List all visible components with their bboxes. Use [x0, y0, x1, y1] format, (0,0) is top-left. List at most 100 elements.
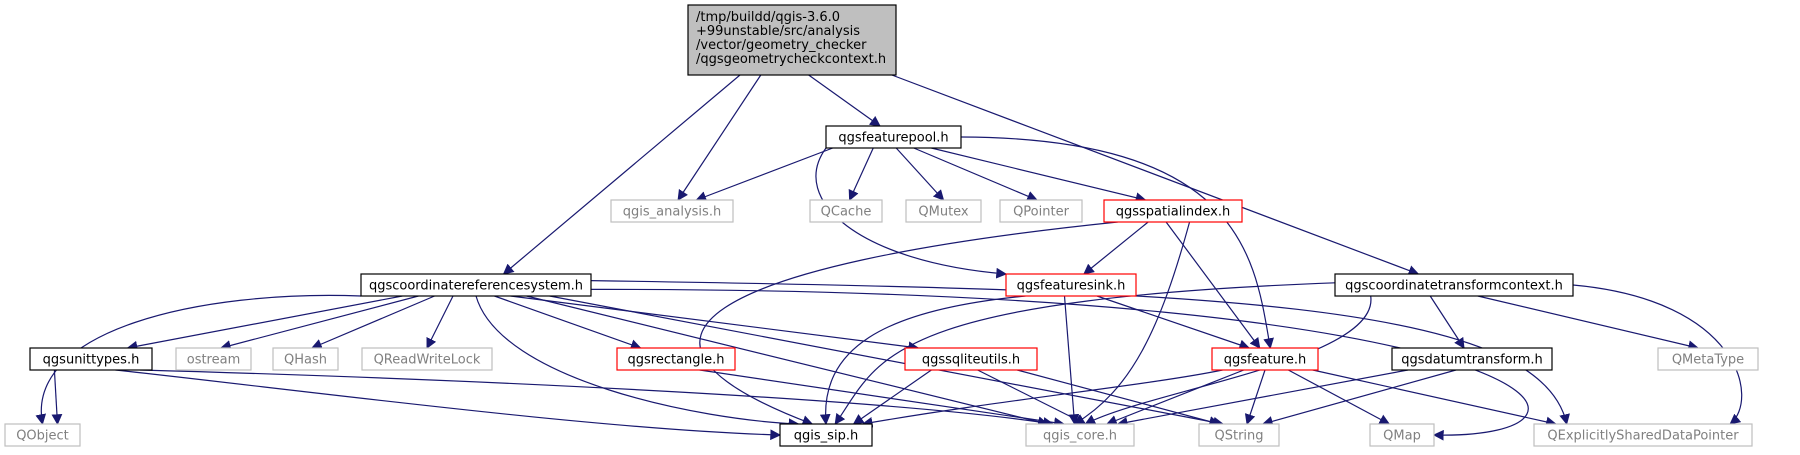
file-node-rectangle[interactable]: qgsrectangle.h	[616, 347, 736, 371]
node-box	[1005, 273, 1137, 297]
file-node-datumtransform[interactable]: qgsdatumtransform.h	[1391, 347, 1553, 371]
dependency-edge	[861, 369, 1223, 428]
node-box	[1657, 347, 1759, 371]
dependency-edge	[848, 147, 874, 201]
node-box	[779, 423, 873, 447]
dependency-edge	[913, 147, 1038, 202]
dependency-edge	[977, 369, 1087, 425]
file-node-qmap[interactable]: QMap	[1369, 423, 1435, 447]
node-box	[1103, 199, 1243, 223]
file-node-qstring[interactable]: QString	[1198, 423, 1280, 447]
dependency-edge	[1084, 295, 1372, 425]
node-label: QPointer	[1013, 205, 1070, 220]
file-node-ctc[interactable]: qgscoordinatetransformcontext.h	[1334, 273, 1574, 297]
node-label: QCache	[821, 205, 872, 220]
root-file-path-line: +99unstable/src/analysis	[696, 24, 860, 39]
dependency-edge	[819, 295, 1026, 426]
dependency-edge	[1083, 221, 1149, 275]
file-node-spatialindex[interactable]: qgsspatialindex.h	[1103, 199, 1243, 223]
dependency-edge	[526, 295, 1049, 427]
dependency-edge	[494, 295, 642, 350]
node-label: qgsunittypes.h	[43, 353, 140, 368]
file-node-qobject[interactable]: QObject	[4, 423, 81, 447]
node-box	[361, 347, 493, 371]
file-node-feature[interactable]: qgsfeature.h	[1211, 347, 1319, 371]
dependency-nodes: /tmp/buildd/qgis-3.6.0+99unstable/src/an…	[4, 4, 1759, 447]
node-box	[272, 347, 339, 371]
root-file-node[interactable]: /tmp/buildd/qgis-3.6.0+99unstable/src/an…	[687, 4, 897, 76]
file-node-qhash[interactable]: QHash	[272, 347, 339, 371]
dependency-edge	[891, 74, 1420, 276]
dependency-edge	[699, 221, 1118, 426]
dependency-edge	[1429, 295, 1465, 349]
node-box	[904, 347, 1038, 371]
node-box	[809, 199, 883, 223]
dependency-edge	[1105, 369, 1245, 426]
node-box	[4, 423, 81, 447]
node-box	[999, 199, 1083, 223]
file-node-qmetatype[interactable]: QMetaType	[1657, 347, 1759, 371]
file-node-qmutex[interactable]: QMutex	[905, 199, 982, 223]
file-node-qpointer[interactable]: QPointer	[999, 199, 1083, 223]
node-label: QObject	[16, 429, 69, 444]
dependency-edge	[1288, 369, 1391, 425]
node-box	[1211, 347, 1319, 371]
file-node-sqliteutils[interactable]: qgssqliteutils.h	[904, 347, 1038, 371]
dependency-edge	[139, 369, 1055, 428]
file-node-qesdp[interactable]: QExplicitlySharedDataPointer	[1533, 423, 1753, 447]
file-node-qgis_sip[interactable]: qgis_sip.h	[779, 423, 873, 447]
dependency-edge	[960, 136, 1274, 350]
dependency-edge	[1017, 369, 1221, 427]
dependency-edge	[699, 369, 1065, 428]
dependency-edge	[808, 74, 881, 127]
dependency-edge	[510, 295, 920, 353]
file-node-featurepool[interactable]: qgsfeaturepool.h	[825, 125, 962, 149]
node-label: QExplicitlySharedDataPointer	[1547, 429, 1739, 444]
dependency-edge	[311, 295, 435, 350]
node-label: QString	[1214, 429, 1263, 444]
node-label: QHash	[284, 353, 327, 368]
file-node-qgis_analysis[interactable]: qgis_analysis.h	[610, 199, 734, 223]
dependency-edge	[1116, 369, 1409, 428]
node-label: QMetaType	[1672, 353, 1744, 368]
dependency-edge	[1165, 221, 1261, 349]
dependency-edge	[1261, 369, 1457, 427]
node-box	[175, 347, 252, 371]
file-node-qgis_core[interactable]: qgis_core.h	[1025, 423, 1135, 447]
file-node-featuresink[interactable]: qgsfeaturesink.h	[1005, 273, 1137, 297]
file-node-unittypes[interactable]: qgsunittypes.h	[29, 347, 153, 371]
dependency-edge	[852, 369, 932, 425]
node-box	[825, 125, 962, 149]
dependency-edge	[815, 147, 1008, 279]
node-label: qgis_core.h	[1043, 429, 1117, 444]
dependency-edge	[1063, 295, 1080, 426]
dependency-edge	[931, 147, 1147, 203]
file-node-ostream[interactable]: ostream	[175, 347, 252, 371]
node-box	[1391, 347, 1553, 371]
node-label: qgsfeature.h	[1224, 353, 1307, 368]
node-label: qgsfeaturepool.h	[838, 131, 948, 146]
node-box	[29, 347, 153, 371]
node-label: qgsfeaturesink.h	[1017, 279, 1126, 294]
dependency-edge	[1073, 221, 1191, 425]
file-node-qrwlock[interactable]: QReadWriteLock	[361, 347, 493, 371]
dependency-edge	[1244, 369, 1266, 426]
dependency-edges	[35, 74, 1743, 441]
dependency-edge	[51, 369, 63, 426]
dependency-edge	[1477, 295, 1700, 352]
dependency-edge	[1312, 369, 1557, 428]
node-box	[1369, 423, 1435, 447]
node-box	[1198, 423, 1280, 447]
node-label: ostream	[187, 353, 241, 368]
node-box	[687, 4, 897, 76]
file-node-qcache[interactable]: QCache	[809, 199, 883, 223]
dependency-edge	[695, 147, 833, 202]
dependency-edge	[834, 282, 1336, 425]
node-label: qgssqliteutils.h	[922, 353, 1020, 368]
node-label: qgsdatumtransform.h	[1401, 353, 1543, 368]
node-box	[1334, 273, 1574, 297]
file-node-crs[interactable]: qgscoordinatereferencesystem.h	[360, 273, 592, 297]
node-box	[616, 347, 736, 371]
node-box	[905, 199, 982, 223]
